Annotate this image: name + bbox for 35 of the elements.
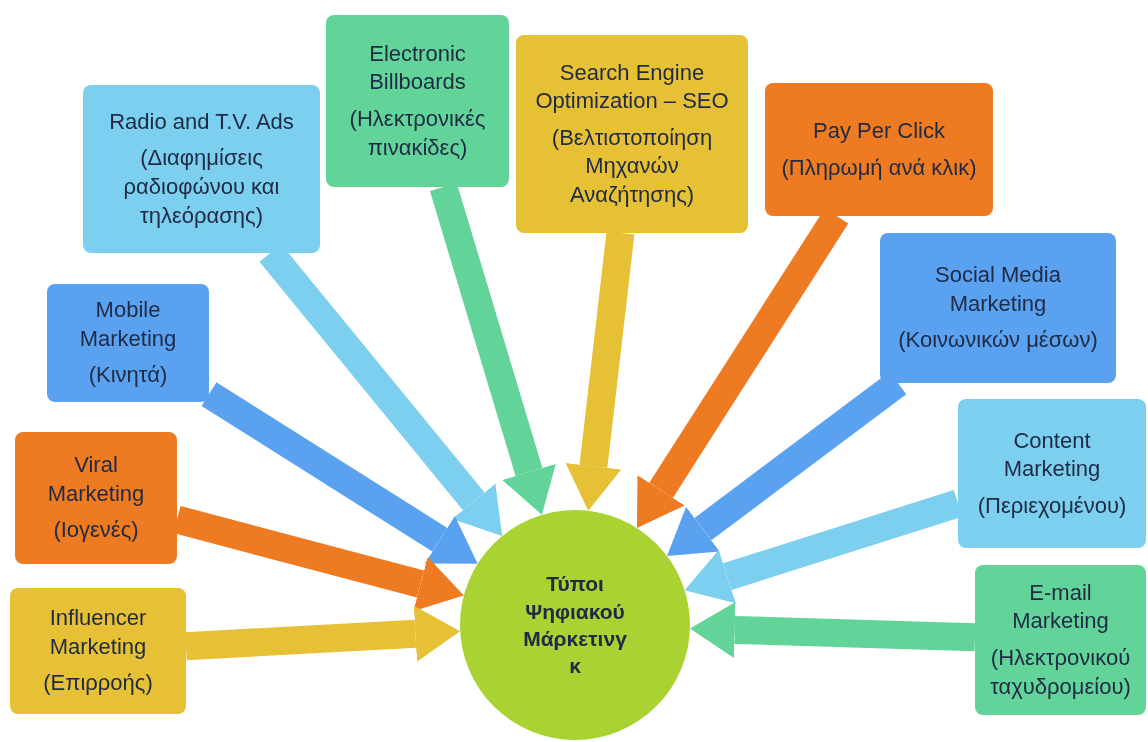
category-title: Pay Per Click: [812, 116, 945, 145]
category-translation: (Κοινωνικών μέσων): [898, 326, 1098, 355]
category-box: [47, 284, 209, 402]
category-translation: (Ιογενές): [53, 516, 139, 545]
category-box: [83, 85, 320, 253]
category-translation: (Πληρωμή ανά κλικ): [781, 153, 977, 182]
category-box: [958, 399, 1146, 548]
category-title: Viral Marketing: [46, 451, 146, 508]
category-translation: (Βελτιστοποίηση Μηχανών Αναζήτησης): [550, 123, 714, 209]
category-translation: (Ηλεκτρονικές πινακίδες): [348, 105, 487, 162]
category-translation: (Περιεχομένου): [977, 491, 1127, 520]
category-translation: (Διαφημίσεις ραδιοφώνου και τηλεόρασης): [122, 144, 281, 230]
category-title: Influencer Marketing: [48, 604, 148, 661]
arrow: [689, 601, 976, 658]
category-translation: (Ηλεκτρονικού ταχυδρομείου): [989, 644, 1132, 701]
category-title: Social Media Marketing: [934, 261, 1062, 318]
category-title: Electronic Billboards: [368, 39, 467, 97]
category-box: [10, 588, 186, 714]
category-box: [15, 432, 177, 564]
category-title: Content Marketing: [1002, 426, 1102, 484]
title-text: Τύποι Ψηφιακού Μάρκετινγ κ: [522, 571, 628, 680]
arrow: [201, 382, 478, 564]
category-translation: (Κινητά): [88, 361, 168, 390]
category-title: Search Engine Optimization – SEO: [534, 58, 730, 116]
category-box: [975, 565, 1146, 715]
category-box: [765, 83, 993, 216]
category-box: [880, 233, 1116, 383]
category-box: [326, 15, 509, 187]
category-title: E-mail Marketing: [1011, 578, 1110, 636]
category-box: [516, 35, 748, 233]
category-title: Mobile Marketing: [78, 296, 178, 353]
category-translation: (Επιρροής): [43, 669, 153, 698]
arrow: [185, 605, 461, 662]
arrow: [565, 231, 635, 511]
category-title: Radio and T.V. Ads: [109, 107, 294, 136]
